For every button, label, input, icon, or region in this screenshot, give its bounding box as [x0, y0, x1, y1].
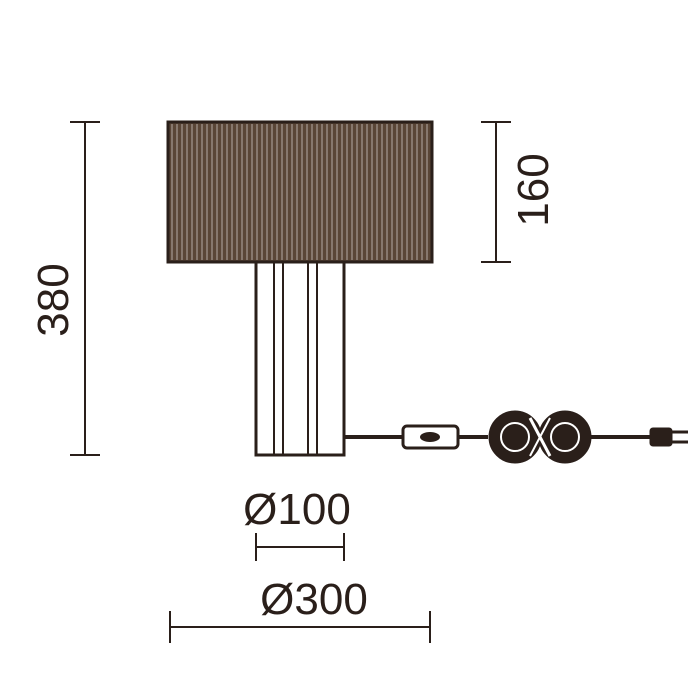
total-height-dimension	[70, 121, 100, 456]
shade-height-label: 160	[509, 153, 558, 226]
plug-icon	[649, 427, 688, 447]
lamp-shade	[166, 120, 434, 264]
shade-diameter-dimension	[169, 611, 431, 643]
total-height-label: 380	[29, 263, 78, 336]
lamp-base	[254, 260, 346, 457]
base-diameter-dimension	[255, 533, 345, 561]
shade-diameter-label: Ø300	[260, 575, 368, 624]
coiled-cord	[488, 410, 592, 464]
inline-switch	[401, 424, 460, 450]
shade-height-dimension	[481, 121, 511, 263]
base-diameter-label: Ø100	[243, 485, 351, 534]
